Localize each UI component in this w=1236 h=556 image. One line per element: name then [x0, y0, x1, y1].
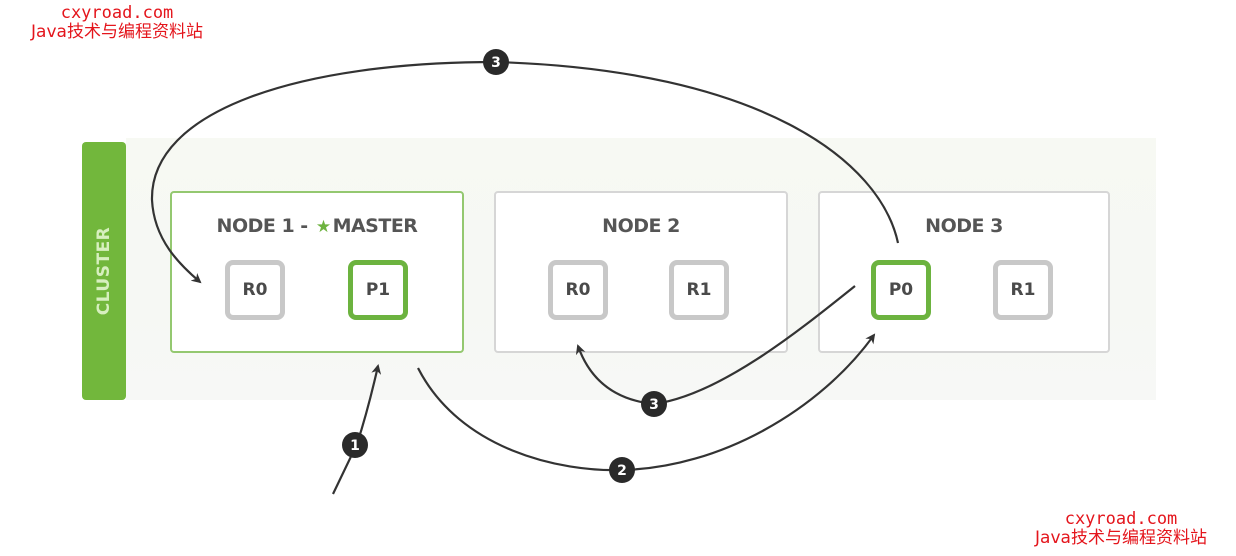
shard-primary-p0: P0 — [871, 260, 931, 320]
node-name: NODE 1 - — [216, 215, 309, 237]
node-1: NODE 1 - ★MASTER R0 P1 — [170, 191, 464, 353]
master-label: MASTER — [332, 215, 418, 237]
arrow-step-3-node2 — [575, 285, 856, 406]
node-title: NODE 1 - ★MASTER — [172, 215, 462, 237]
shard-replica-r1: R1 — [669, 260, 729, 320]
shard-replica-r1: R1 — [993, 260, 1053, 320]
watermark-label: Java技术与编程资料站 — [1035, 528, 1207, 548]
step-badge-3-node2: 3 — [641, 391, 667, 417]
shard-replica-r0: R0 — [548, 260, 608, 320]
step-badge-3-node1: 3 — [483, 49, 509, 75]
watermark-top: cxyroad.com Java技术与编程资料站 — [4, 4, 230, 42]
node-2: NODE 2 R0 R1 — [494, 191, 788, 353]
shard-replica-r0: R0 — [225, 260, 285, 320]
svg-text:2: 2 — [617, 463, 627, 479]
node-3: NODE 3 P0 R1 — [818, 191, 1110, 353]
watermark-url: cxyroad.com — [1064, 509, 1178, 529]
step-badge-2: 2 — [609, 457, 635, 483]
watermark-bottom: cxyroad.com Java技术与编程资料站 — [1008, 510, 1234, 548]
node-title: NODE 3 — [925, 215, 1003, 237]
watermark-url: cxyroad.com — [60, 3, 174, 23]
node-title: NODE 2 — [602, 215, 680, 237]
svg-text:3: 3 — [491, 55, 501, 71]
svg-text:3: 3 — [649, 397, 659, 413]
svg-text:1: 1 — [350, 438, 360, 454]
cluster-bar — [82, 142, 126, 400]
watermark-label: Java技术与编程资料站 — [31, 22, 203, 42]
arrow-step-3-node1 — [150, 60, 900, 284]
star-icon: ★ — [315, 217, 331, 237]
step-badge-1: 1 — [342, 432, 368, 458]
arrow-step-1 — [332, 364, 382, 495]
shard-primary-p1: P1 — [348, 260, 408, 320]
